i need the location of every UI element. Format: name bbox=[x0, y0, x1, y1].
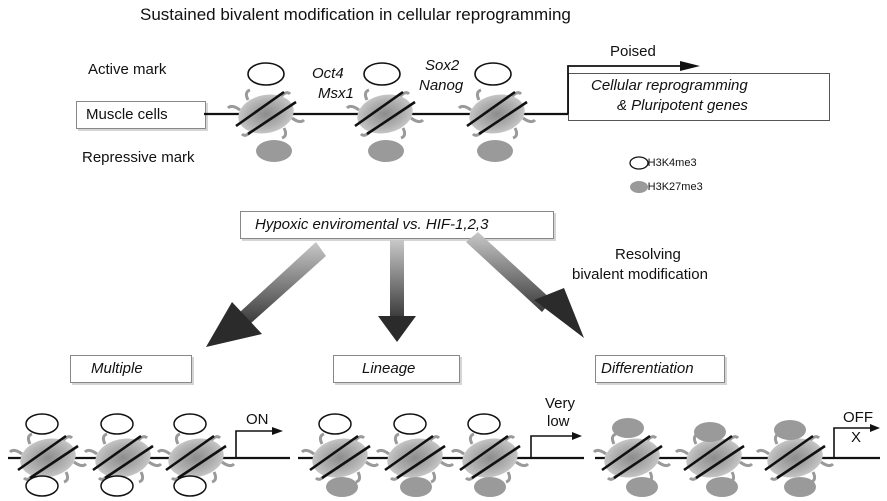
expression-low: low bbox=[547, 413, 570, 430]
active-mark-circle bbox=[247, 62, 285, 86]
outcome-lineage-label: Lineage bbox=[362, 360, 416, 377]
target-genes-box: Cellular reprogramming & Pluripotent gen… bbox=[568, 73, 830, 121]
top-nucleosome bbox=[457, 88, 537, 140]
legend-active-label: -H3K4me3 bbox=[644, 157, 697, 169]
arrow-to-differentiation bbox=[466, 232, 584, 338]
repressive-mark-circle bbox=[256, 140, 292, 162]
legend-repressive-circle bbox=[630, 181, 648, 193]
outcome-multiple-box: Multiple bbox=[70, 355, 192, 383]
repressive-mark-circle bbox=[368, 140, 404, 162]
repressive-mark-label: Repressive mark bbox=[82, 149, 195, 166]
muscle-cells-box: Muscle cells bbox=[76, 101, 206, 129]
outcome-differentiation-box: Differentiation bbox=[595, 355, 725, 383]
poised-label: Poised bbox=[610, 43, 656, 60]
bottom-panel-differentiation bbox=[592, 418, 880, 497]
gene-sox2: Sox2 bbox=[425, 57, 460, 74]
outcome-differentiation-label: Differentiation bbox=[601, 360, 694, 377]
expression-on: ON bbox=[246, 411, 269, 428]
bottom-panel-multiple bbox=[8, 413, 290, 497]
outcome-multiple-label: Multiple bbox=[91, 360, 143, 377]
target-line1: Cellular reprogramming bbox=[591, 77, 748, 94]
poised-arrow bbox=[567, 61, 700, 114]
legend-active-circle bbox=[629, 156, 649, 170]
outcome-lineage-box: Lineage bbox=[333, 355, 460, 383]
repressive-mark-circle bbox=[477, 140, 513, 162]
target-line2: & Pluripotent genes bbox=[617, 97, 748, 114]
expression-very: Very bbox=[545, 395, 576, 412]
expression-off: OFF bbox=[843, 409, 873, 426]
arrow-to-lineage bbox=[378, 240, 416, 342]
condition-box: Hypoxic enviromental vs. HIF-1,2,3 bbox=[240, 211, 554, 239]
active-mark-label: Active mark bbox=[88, 61, 167, 78]
active-mark-circle bbox=[363, 62, 401, 86]
condition-label: Hypoxic enviromental vs. HIF-1,2,3 bbox=[255, 216, 489, 233]
active-mark-circle bbox=[474, 62, 512, 86]
gene-nanog: Nanog bbox=[419, 77, 464, 94]
top-nucleosome bbox=[226, 88, 306, 140]
arrow-to-multiple bbox=[206, 242, 326, 347]
gene-msx1: Msx1 bbox=[318, 85, 354, 102]
legend-repressive-label: -H3K27me3 bbox=[644, 181, 703, 193]
expression-x-mark: X bbox=[851, 429, 862, 446]
resolving-line2: bivalent modification bbox=[572, 266, 708, 283]
figure-title: Sustained bivalent modification in cellu… bbox=[140, 5, 571, 24]
bottom-panel-lineage bbox=[298, 413, 584, 497]
gene-oct4: Oct4 bbox=[312, 65, 344, 82]
muscle-cells-label: Muscle cells bbox=[86, 106, 168, 123]
top-nucleosome bbox=[345, 88, 425, 140]
resolving-line1: Resolving bbox=[615, 246, 681, 263]
